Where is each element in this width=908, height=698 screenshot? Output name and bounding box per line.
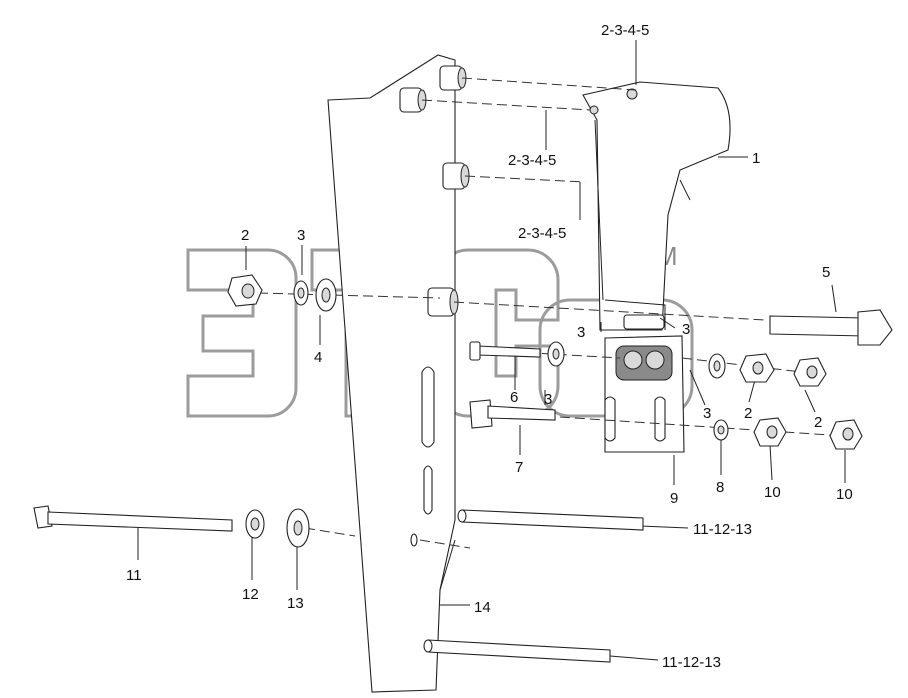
label-part-8: 8 [716,479,724,496]
pin-part-6 [469,341,565,367]
lever-part-9 [604,314,685,453]
plate-part-14 [327,54,456,693]
label-center-3b: 3 [682,321,690,338]
callout-labels: 2-3-4-5 2-3-4-5 2-3-4-5 1 2 3 4 5 3 3 6 … [126,22,853,671]
label-part-6: 6 [510,389,518,406]
label-left-4: 4 [314,349,322,366]
label-part-12: 12 [242,586,259,603]
bolt-part-5 [769,309,893,346]
label-bolt-a: 11-12-13 [693,521,752,538]
bracket-part-1 [582,81,731,331]
label-right-2b: 2 [814,414,822,431]
label-part-10a: 10 [764,484,781,501]
label-left-2: 2 [241,227,249,244]
label-top-a: 2-3-4-5 [601,22,649,39]
label-part-14: 14 [474,599,491,616]
plate-rods [423,509,644,663]
label-center-3c: 3 [544,391,552,408]
label-top-b: 2-3-4-5 [508,152,556,169]
label-part-5: 5 [822,264,830,281]
label-bolt-b: 11-12-13 [662,654,721,671]
bolt-part-7 [469,399,556,429]
label-right-2a: 2 [744,405,752,422]
right-hardware [708,353,863,450]
left-hardware [227,274,337,312]
label-center-3a: 3 [577,324,585,341]
label-right-3: 3 [703,405,711,422]
bolt-part-11 [33,505,310,548]
label-part-9: 9 [670,490,678,507]
label-part-10b: 10 [836,486,853,503]
label-part-13: 13 [287,595,304,612]
label-top-c: 2-3-4-5 [518,225,566,242]
label-part-1: 1 [752,150,760,167]
label-part-11: 11 [126,567,142,584]
label-part-7: 7 [515,459,523,476]
label-left-3: 3 [297,227,305,244]
